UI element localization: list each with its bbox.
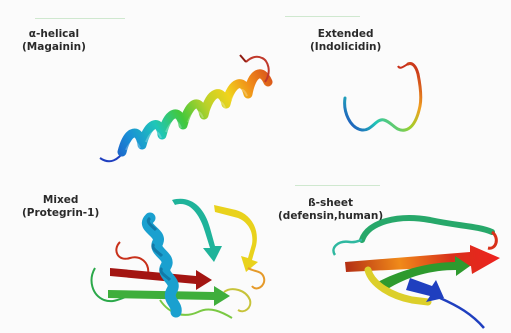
extended-coil-ribbon (345, 63, 421, 130)
beta-sheet-ribbon (333, 218, 500, 328)
alpha-helix-ribbon (100, 55, 269, 161)
mixed-fold-ribbon (92, 199, 265, 318)
